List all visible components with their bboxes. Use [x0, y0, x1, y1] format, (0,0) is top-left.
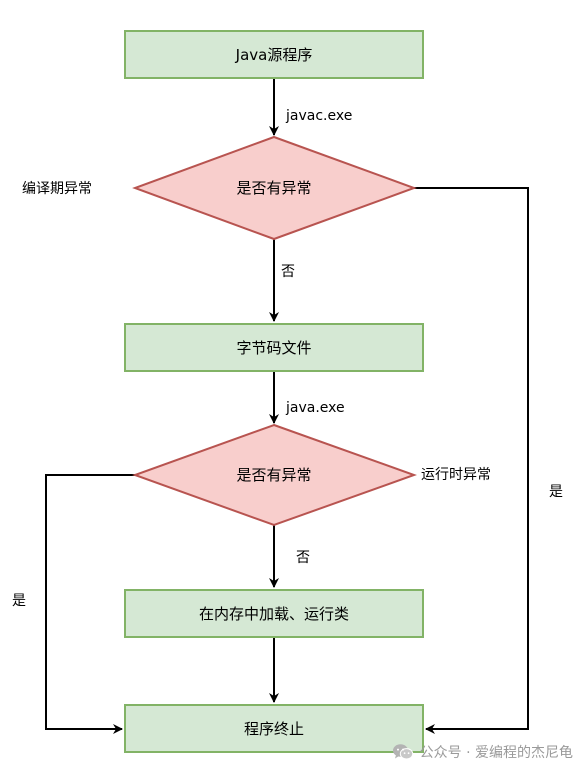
- wechat-icon: [392, 743, 414, 761]
- edge-check2-yes-to-terminate: [45, 474, 135, 734]
- node-load-run-label: 在内存中加载、运行类: [199, 605, 349, 623]
- edge-label-runtime-no: 否: [296, 550, 310, 566]
- edge-check1-yes-to-terminate: [414, 187, 529, 734]
- edge-label-javac: javac.exe: [285, 108, 352, 124]
- annotation-runtime-error: 运行时异常: [421, 467, 491, 483]
- edge-label-compile-no: 否: [281, 264, 295, 280]
- node-terminate: 程序终止: [124, 704, 424, 753]
- decision-compile-check-label: 是否有异常: [236, 179, 311, 197]
- decision-runtime-check: 是否有异常: [132, 423, 417, 527]
- node-terminate-label: 程序终止: [244, 720, 304, 738]
- watermark-text: 公众号 · 爱编程的杰尼龟: [419, 745, 573, 761]
- node-bytecode-file-label: 字节码文件: [236, 339, 311, 357]
- annotation-compile-error: 编译期异常: [22, 181, 92, 197]
- node-load-run: 在内存中加载、运行类: [124, 589, 424, 638]
- edge-label-runtime-yes: 是: [12, 593, 26, 609]
- edge-label-compile-yes: 是: [549, 484, 563, 500]
- watermark: 公众号 · 爱编程的杰尼龟: [392, 740, 573, 764]
- node-java-source: Java源程序: [124, 30, 424, 79]
- node-bytecode-file: 字节码文件: [124, 323, 424, 372]
- decision-compile-check: 是否有异常: [132, 135, 417, 241]
- edge-label-java: java.exe: [285, 400, 345, 416]
- decision-runtime-check-label: 是否有异常: [236, 466, 311, 484]
- node-java-source-label: Java源程序: [235, 46, 313, 64]
